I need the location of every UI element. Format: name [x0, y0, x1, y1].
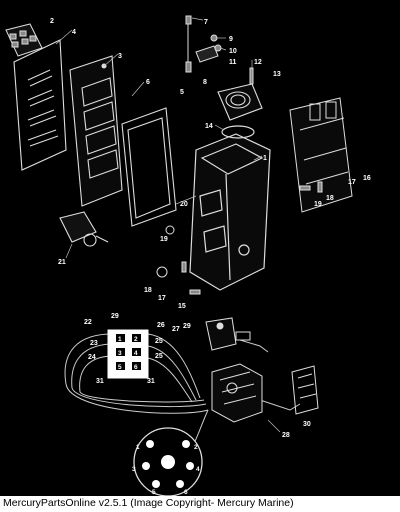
intake-manifold: [189, 133, 271, 291]
idle-air-valve: [59, 211, 109, 247]
exploded-view-drawing: 1 3 5 2 4 6: [5, 15, 371, 496]
parts-diagram: 1 3 5 2 4 6: [0, 0, 400, 496]
callout-30[interactable]: 30: [303, 421, 311, 428]
callout-26[interactable]: 26: [157, 322, 165, 329]
distributor-pin: 2: [194, 444, 198, 451]
distributor-pin: 1: [136, 444, 140, 451]
callout-9[interactable]: 9: [229, 36, 233, 43]
callout-10[interactable]: 10: [229, 48, 237, 55]
hardware-bolts: [156, 181, 323, 295]
callout-3[interactable]: 3: [118, 53, 122, 60]
callout-28[interactable]: 28: [282, 432, 290, 439]
callout-25[interactable]: 25: [155, 353, 163, 360]
callout-18[interactable]: 18: [326, 195, 334, 202]
pin-label: 1: [118, 336, 122, 343]
sensor-probe: [185, 15, 192, 73]
throttle-body: [217, 83, 263, 121]
wiring-harness: [64, 333, 301, 451]
callout-13[interactable]: 13: [273, 71, 281, 78]
callout-19[interactable]: 19: [314, 201, 322, 208]
fuel-rail-assembly: [289, 97, 353, 213]
callout-19[interactable]: 19: [160, 236, 168, 243]
callout-5[interactable]: 5: [180, 89, 184, 96]
callout-31[interactable]: 31: [96, 378, 104, 385]
callout-12[interactable]: 12: [254, 59, 262, 66]
intake-gasket: [121, 107, 177, 227]
callout-8[interactable]: 8: [203, 79, 207, 86]
callout-2[interactable]: 2: [50, 18, 54, 25]
distributor-pin: 3: [132, 466, 136, 473]
connector-block-right: 2 4 6: [125, 329, 149, 379]
callout-29[interactable]: 29: [111, 313, 119, 320]
callout-16[interactable]: 16: [363, 175, 371, 182]
callout-18[interactable]: 18: [144, 287, 152, 294]
callout-21[interactable]: 21: [58, 259, 66, 266]
callout-4[interactable]: 4: [72, 29, 76, 36]
callout-14[interactable]: 14: [205, 123, 213, 130]
callout-11[interactable]: 11: [229, 59, 237, 66]
distributor-pin: 4: [196, 466, 200, 473]
callout-17[interactable]: 17: [158, 295, 166, 302]
leader-lines: [55, 17, 281, 433]
pin-label: 2: [134, 336, 138, 343]
pin-label: 4: [134, 350, 138, 357]
callout-25[interactable]: 25: [155, 338, 163, 345]
callout-23[interactable]: 23: [90, 340, 98, 347]
callout-1[interactable]: 1: [263, 155, 267, 162]
distributor-pin: 6: [184, 489, 188, 496]
ecu-module: [291, 365, 319, 415]
reed-gasket: [13, 39, 67, 171]
distributor-cap: 1 2 3 4 5 6: [132, 427, 203, 496]
callout-20[interactable]: 20: [180, 201, 188, 208]
callout-15[interactable]: 15: [178, 303, 186, 310]
callout-labels: 1 2 3 4 5 6 7 8 9 10 11 12 13 14 15 16 1…: [50, 18, 371, 439]
pin-label: 6: [134, 364, 138, 371]
o-ring: [221, 125, 255, 139]
callout-27[interactable]: 27: [172, 326, 180, 333]
callout-31[interactable]: 31: [147, 378, 155, 385]
callout-6[interactable]: 6: [146, 79, 150, 86]
pin-label: 3: [118, 350, 122, 357]
callout-7[interactable]: 7: [204, 19, 208, 26]
bracket-hardware: [195, 34, 254, 85]
ignition-module: [205, 317, 251, 351]
callout-22[interactable]: 22: [84, 319, 92, 326]
coil-pack: [211, 363, 263, 423]
callout-17[interactable]: 17: [348, 179, 356, 186]
reed-block: [69, 55, 123, 207]
callout-24[interactable]: 24: [88, 354, 96, 361]
callout-29[interactable]: 29: [183, 323, 191, 330]
pin-label: 5: [118, 364, 122, 371]
footer: MercuryPartsOnline v2.5.1 (Image Copyrig…: [0, 496, 400, 512]
distributor-pin: 5: [152, 489, 156, 496]
copyright-caption: MercuryPartsOnline v2.5.1 (Image Copyrig…: [3, 497, 294, 509]
